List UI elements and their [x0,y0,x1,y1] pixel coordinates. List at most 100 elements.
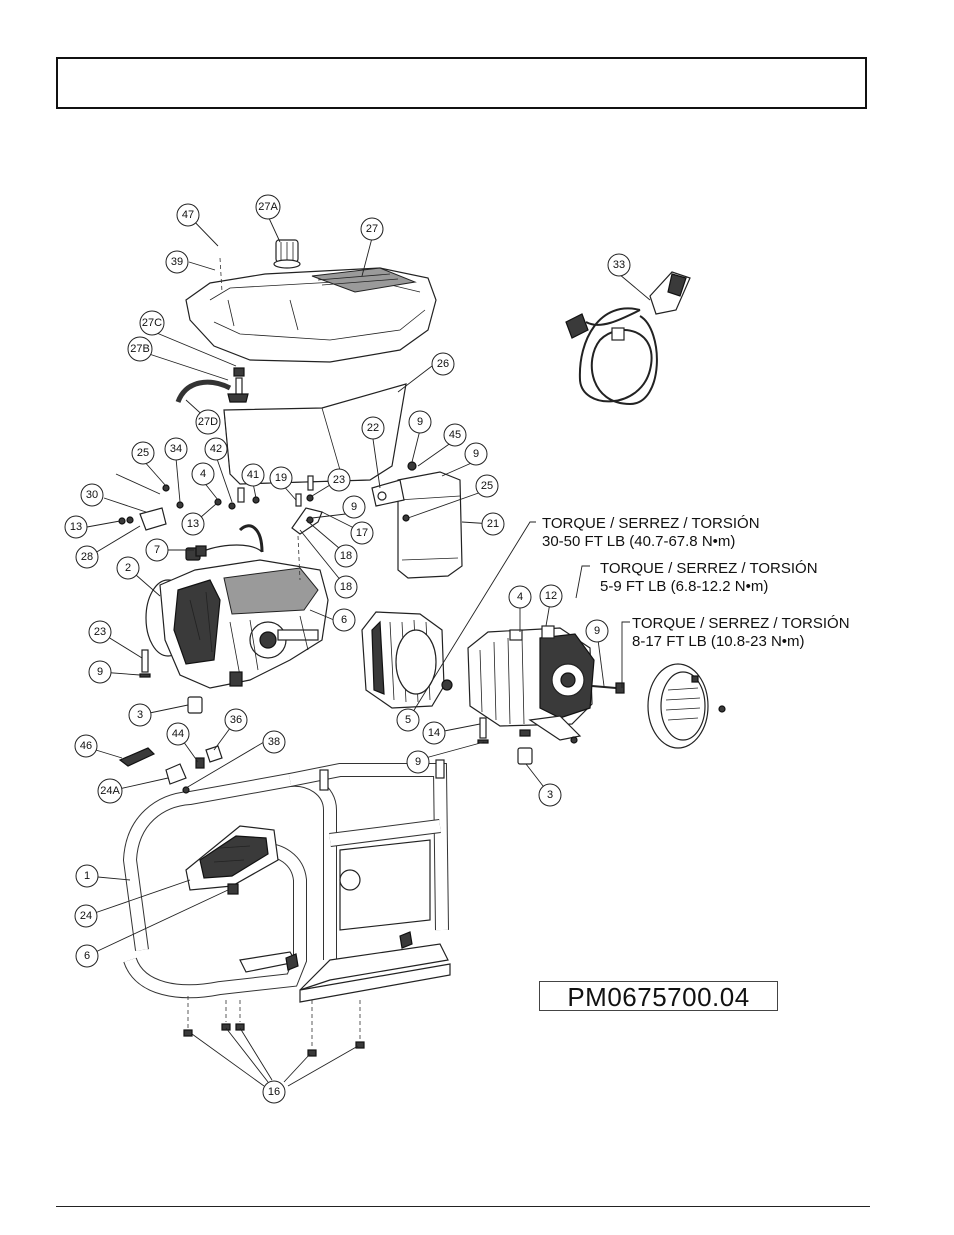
svg-text:1: 1 [84,870,90,882]
torque-note-2-line1: TORQUE / SERREZ / TORSIÓN [600,560,818,577]
svg-text:13: 13 [70,521,82,533]
torque-note-1-line2: 30-50 FT LB (40.7-67.8 N•m) [542,533,735,550]
callout-9: 9 [464,442,488,466]
control-panel [185,825,279,895]
svg-text:46: 46 [80,740,92,752]
svg-text:5: 5 [405,714,411,726]
svg-text:9: 9 [473,448,479,460]
svg-text:3: 3 [547,789,553,801]
torque-note-2-line2: 5-9 FT LB (6.8-12.2 N•m) [600,578,768,595]
callout-25: 25 [475,474,499,498]
svg-text:27: 27 [366,223,378,235]
svg-text:30: 30 [86,489,98,501]
header-title-box [56,57,867,109]
svg-text:18: 18 [340,550,352,562]
svg-text:4: 4 [200,468,206,480]
callout-9: 9 [88,660,112,684]
callout-23: 23 [88,620,112,644]
callout-13: 13 [181,512,205,536]
callout-19: 19 [269,466,293,490]
callout-6: 6 [75,944,99,968]
svg-text:42: 42 [210,443,222,455]
callout-26: 26 [431,352,455,376]
svg-text:25: 25 [137,447,149,459]
svg-text:47: 47 [182,209,194,221]
callout-9: 9 [408,410,432,434]
svg-text:24: 24 [80,910,92,922]
svg-text:28: 28 [81,551,93,563]
callout-22: 22 [361,416,385,440]
torque-note-3: TORQUE / SERREZ / TORSIÓN 8-17 FT LB (10… [632,615,850,650]
svg-text:13: 13 [187,518,199,530]
engine [145,524,329,689]
callout-9: 9 [342,495,366,519]
callout-25: 25 [131,441,155,465]
callout-3: 3 [538,783,562,807]
callout-9: 9 [585,619,609,643]
svg-text:36: 36 [230,714,242,726]
engine-mount-3 [187,696,203,714]
svg-text:21: 21 [487,518,499,530]
callout-24A: 24A [97,778,123,804]
svg-text:12: 12 [545,590,557,602]
callout-34: 34 [164,437,188,461]
callout-6: 6 [332,608,356,632]
callout-16: 16 [262,1080,286,1104]
svg-text:27D: 27D [198,416,218,428]
callout-1: 1 [75,864,99,888]
callout-27C: 27C [139,310,165,336]
svg-text:26: 26 [437,358,449,370]
svg-text:33: 33 [613,259,625,271]
callout-24: 24 [74,904,98,928]
svg-text:22: 22 [367,422,379,434]
power-cord-assembly [565,271,691,406]
torque-note-2: TORQUE / SERREZ / TORSIÓN 5-9 FT LB (6.8… [600,560,818,595]
engine-hardware [118,475,323,678]
callout-36: 36 [224,708,248,732]
svg-text:16: 16 [268,1086,280,1098]
svg-text:2: 2 [125,562,131,574]
callout-3: 3 [128,703,152,727]
svg-text:6: 6 [341,614,347,626]
callout-27B: 27B [127,336,153,362]
callout-45: 45 [443,423,467,447]
part-number-box: PM0675700.04 [539,981,778,1012]
callout-27: 27 [360,217,384,241]
svg-text:25: 25 [481,480,493,492]
fuel-cap [273,239,301,269]
callout-7: 7 [145,538,169,562]
svg-text:23: 23 [94,626,106,638]
svg-text:23: 23 [333,474,345,486]
footer-rule [56,1206,870,1207]
callout-27A: 27A [255,194,281,220]
callout-41: 41 [241,463,265,487]
svg-text:6: 6 [84,950,90,962]
svg-text:17: 17 [356,527,368,539]
callout-46: 46 [74,734,98,758]
callout-39: 39 [165,250,189,274]
alternator-mount-3 [517,729,533,765]
callout-21: 21 [481,512,505,536]
svg-text:27A: 27A [258,201,278,213]
muffler [371,461,463,579]
torque-note-1-line1: TORQUE / SERREZ / TORSIÓN [542,515,760,532]
svg-text:19: 19 [275,472,287,484]
callout-47: 47 [176,203,200,227]
callout-18: 18 [334,544,358,568]
svg-text:9: 9 [417,416,423,428]
svg-text:4: 4 [517,591,523,603]
callout-27D: 27D [195,409,221,435]
svg-text:3: 3 [137,709,143,721]
callout-23: 23 [327,468,351,492]
svg-text:44: 44 [172,728,184,740]
svg-text:9: 9 [594,625,600,637]
end-cover [647,663,726,749]
frame [122,759,451,1003]
svg-text:39: 39 [171,256,183,268]
svg-text:9: 9 [97,666,103,678]
callout-28: 28 [75,545,99,569]
svg-text:9: 9 [351,501,357,513]
callout-4: 4 [191,462,215,486]
svg-text:41: 41 [247,469,259,481]
